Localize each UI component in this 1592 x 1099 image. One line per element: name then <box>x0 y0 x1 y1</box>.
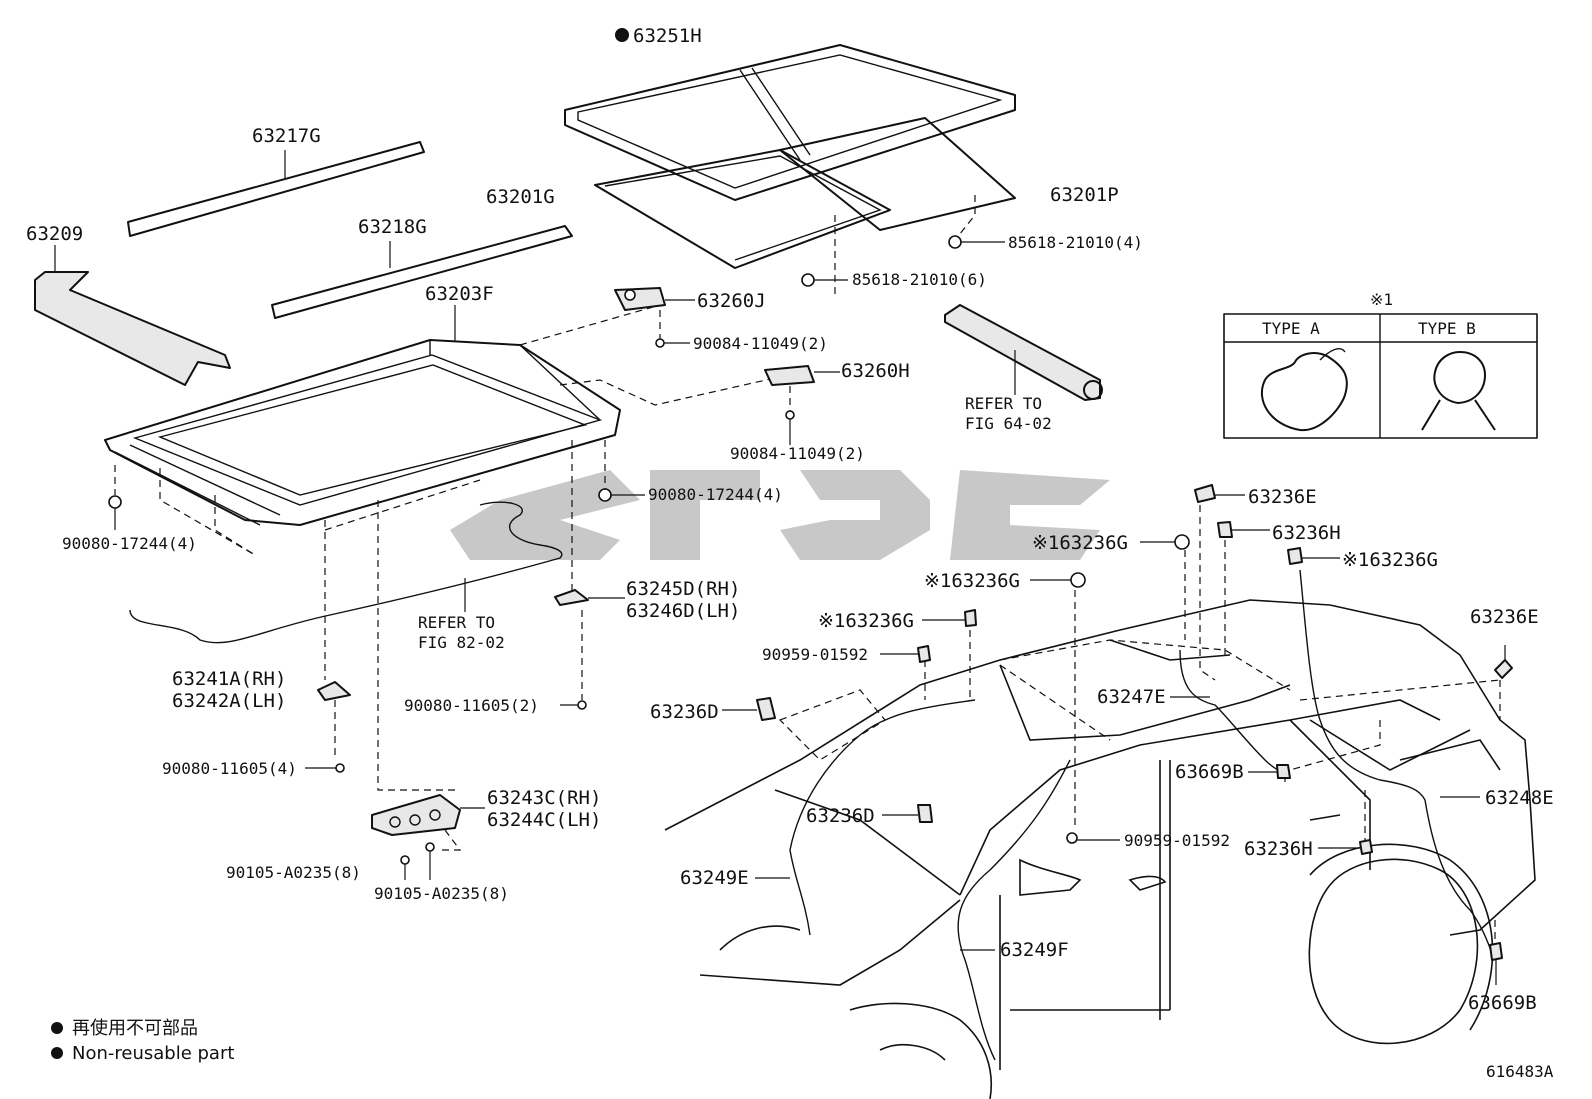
label-90084-b: 90084-11049(2) <box>730 444 865 463</box>
label-refer-64-line1: REFER TO <box>965 394 1042 413</box>
label-63245D: 63245D(RH) <box>626 578 740 600</box>
label-63249E: 63249E <box>680 867 749 889</box>
label-90959-a: 90959-01592 <box>762 645 868 664</box>
type-b-clip-icon <box>1421 351 1496 431</box>
label-63246D: 63246D(LH) <box>626 600 740 622</box>
roof-glass-front <box>594 149 891 269</box>
label-85618-6: 85618-21010(6) <box>852 270 987 289</box>
motor-63260J <box>614 287 695 348</box>
label-90105-a: 90105-A0235(8) <box>226 863 361 882</box>
label-63236G-4: ※163236G <box>818 610 914 632</box>
type-a-clip-icon <box>1260 352 1348 432</box>
label-63236E-top: 63236E <box>1248 486 1317 508</box>
frame-leaders <box>114 304 776 791</box>
label-63217G: 63217G <box>252 125 321 147</box>
sunroof-frame <box>104 305 621 526</box>
label-63236G-3: ※163236G <box>924 570 1020 592</box>
label-63218G: 63218G <box>358 216 427 238</box>
label-63251H: 63251H <box>633 25 702 47</box>
label-63243C: 63243C(RH) <box>487 787 601 809</box>
label-63236H-bot: 63236H <box>1244 838 1313 860</box>
type-table-mark: ※1 <box>1370 290 1393 309</box>
label-63669B-a: 63669B <box>1175 761 1244 783</box>
vehicle-drain-hoses <box>778 505 1501 1061</box>
fasteners <box>108 235 1005 880</box>
type-table <box>1223 313 1538 439</box>
label-90080-11605-2: 90080-11605(2) <box>404 696 539 715</box>
label-63236H-top: 63236H <box>1272 522 1341 544</box>
label-63241A: 63241A(RH) <box>172 668 286 690</box>
legend-bullet-en <box>51 1047 63 1059</box>
label-63236G-2: ※163236G <box>1342 549 1438 571</box>
shade-roll <box>944 304 1103 401</box>
vehicle-body <box>664 599 1536 1099</box>
label-63203F: 63203F <box>425 283 494 305</box>
bracket-63245D <box>554 589 625 606</box>
garnish-63209 <box>34 245 231 386</box>
type-b-header: TYPE B <box>1418 319 1476 338</box>
label-85618-4: 85618-21010(4) <box>1008 233 1143 252</box>
roof-glass-weatherstrip <box>564 44 1016 201</box>
figure-id: 616483A <box>1486 1062 1554 1081</box>
vehicle-clips <box>722 484 1513 985</box>
legend-jp: 再使用不可部品 <box>72 1018 198 1039</box>
label-63236D-b: 63236D <box>806 805 875 827</box>
label-63669B-b: 63669B <box>1468 992 1537 1014</box>
label-63236E-right: 63236E <box>1470 606 1539 628</box>
legend-bullet-jp <box>51 1022 63 1034</box>
bracket-63241A <box>317 681 351 701</box>
rail-63217G <box>127 141 425 237</box>
label-63236D-a: 63236D <box>650 701 719 723</box>
drain-hose <box>129 501 563 644</box>
label-refer-82-line1: REFER TO <box>418 613 495 632</box>
label-refer-82-line2: FIG 82-02 <box>418 633 505 652</box>
label-63201G: 63201G <box>486 186 555 208</box>
label-63260H: 63260H <box>841 360 910 382</box>
non-reusable-marker <box>615 28 629 42</box>
label-63247E: 63247E <box>1097 686 1166 708</box>
label-90105-b: 90105-A0235(8) <box>374 884 509 903</box>
label-refer-64-line2: FIG 64-02 <box>965 414 1052 433</box>
motor-63260H <box>764 365 840 445</box>
rail-63218G <box>271 225 573 319</box>
label-90080-11605-4: 90080-11605(4) <box>162 759 297 778</box>
label-63236G-1: ※163236G <box>1032 532 1128 554</box>
label-90959-b: 90959-01592 <box>1124 831 1230 850</box>
label-63209: 63209 <box>26 223 83 245</box>
legend-en: Non-reusable part <box>72 1043 234 1064</box>
label-63260J: 63260J <box>697 290 766 312</box>
label-63242A: 63242A(LH) <box>172 690 286 712</box>
bracket-63243C <box>371 794 485 851</box>
label-63249F: 63249F <box>1000 939 1069 961</box>
label-63244C: 63244C(LH) <box>487 809 601 831</box>
part-labels: 63251H 63217G 63209 63218G 63201G 63201P… <box>26 25 1554 1014</box>
label-90084-a: 90084-11049(2) <box>693 334 828 353</box>
roof-glass-rear <box>779 117 1016 295</box>
label-90080-17244-r: 90080-17244(4) <box>648 485 783 504</box>
label-63248E: 63248E <box>1485 787 1554 809</box>
type-a-header: TYPE A <box>1262 319 1320 338</box>
label-90080-17244-l: 90080-17244(4) <box>62 534 197 553</box>
watermark-logo <box>450 470 1110 560</box>
label-63201P: 63201P <box>1050 184 1119 206</box>
